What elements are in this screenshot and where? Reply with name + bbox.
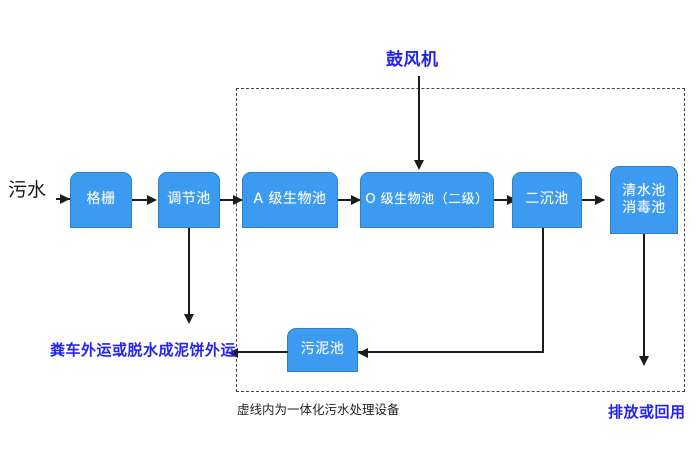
- arrowhead-secondary-to-clearwater: [595, 194, 605, 205]
- arrowhead-grid-to-equalize: [147, 194, 157, 205]
- arrowhead-clearwater-to-effluent: [638, 356, 649, 366]
- label-influent: 污水: [8, 179, 47, 201]
- connector-blower-to-ostage: [418, 76, 420, 164]
- connector-ostage-to-secondary: [494, 199, 516, 201]
- arrowhead-blower-to-ostage: [413, 160, 424, 170]
- connector-secondary-to-sludge-vertical: [542, 228, 544, 353]
- connector-equalize-to-astage: [220, 199, 242, 201]
- integrated-equipment-enclosure: [236, 88, 685, 392]
- connector-secondary-to-sludge-horizontal: [358, 351, 544, 353]
- connector-sludge-to-disposal: [232, 351, 288, 353]
- arrowhead-equalize-to-astage: [233, 194, 243, 205]
- label-sludge-disposal: 粪车外运或脱水成泥饼外运: [50, 341, 237, 359]
- node-sludge-tank[interactable]: 污泥池: [287, 328, 358, 372]
- connector-grid-to-equalize: [132, 199, 154, 201]
- label-enclosure-caption: 虚线内为一体化污水处理设备: [237, 402, 400, 417]
- connector-clearwater-to-effluent: [643, 234, 645, 362]
- node-secondary-clarifier[interactable]: 二沉池: [512, 172, 582, 228]
- arrowhead-secondary-to-sludge: [358, 347, 368, 358]
- connector-secondary-to-clearwater: [582, 199, 604, 201]
- node-grid[interactable]: 格栅: [70, 172, 132, 228]
- arrowhead-sludge-to-disposal: [228, 347, 238, 358]
- connector-equalize-to-disposal: [188, 228, 190, 320]
- connector-astage-to-ostage: [338, 199, 360, 201]
- arrowhead-influent-to-grid: [60, 193, 70, 204]
- node-equalization-tank[interactable]: 调节池: [158, 172, 220, 228]
- node-o-stage-bioreactor[interactable]: O 级生物池（二级）: [360, 172, 494, 228]
- node-clearwater-disinfection-tank[interactable]: 清水池 消毒池: [610, 166, 678, 234]
- label-blower: 鼓风机: [386, 50, 439, 70]
- label-effluent: 排放或回用: [608, 403, 686, 421]
- node-a-stage-bioreactor[interactable]: A 级生物池: [242, 172, 338, 228]
- arrowhead-equalize-to-disposal: [183, 314, 194, 324]
- arrowhead-astage-to-ostage: [351, 194, 361, 205]
